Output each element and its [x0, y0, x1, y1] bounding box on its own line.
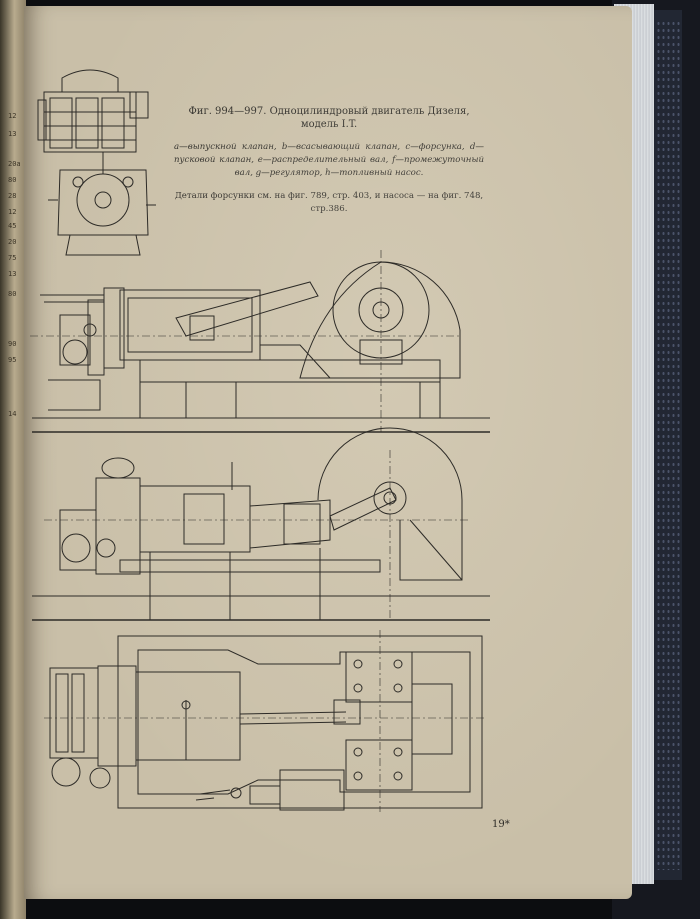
- caption-details: Детали форсунки см. на фиг. 789, стр. 40…: [174, 191, 484, 214]
- caption-legend: a—выпускной клапан, b—всасывающий клапан…: [174, 142, 484, 178]
- page-number: 19*: [492, 819, 510, 830]
- left-page-fragment: 12: [8, 112, 17, 120]
- left-page-fragment: 80: [8, 176, 17, 184]
- cover-cloth-texture: [656, 20, 680, 870]
- left-page-fragment: 13: [8, 270, 17, 278]
- left-page-fragment: 28: [8, 192, 17, 200]
- left-page-fragment: 95: [8, 356, 17, 364]
- adjacent-left-page: 12 13 20а 80 28 12 45 20 75 13 80 90 95 14: [0, 0, 26, 919]
- engine-elevation-drawing: [32, 427, 490, 621]
- left-page-fragment: 45: [8, 222, 17, 230]
- book-page: Фиг. 994—997. Одноцилиндровый двигатель …: [24, 6, 632, 899]
- left-page-fragment: 75: [8, 254, 17, 262]
- left-page-fragment: 20: [8, 238, 17, 246]
- engine-end-view-drawing: [37, 69, 156, 256]
- left-page-fragment: 90: [8, 340, 17, 348]
- left-page-fragment: 12: [8, 208, 17, 216]
- caption-title: Фиг. 994—997. Одноцилиндровый двигатель …: [188, 106, 470, 130]
- left-page-fragment: 80: [8, 290, 17, 298]
- left-page-fragment: 20а: [8, 160, 21, 168]
- left-page-fragment: 13: [8, 130, 17, 138]
- engine-side-section-drawing: [30, 250, 490, 433]
- left-page-fragment: 14: [8, 410, 17, 418]
- engine-plan-drawing: [44, 630, 486, 812]
- figure-caption: Фиг. 994—997. Одноцилиндровый двигатель …: [174, 105, 484, 216]
